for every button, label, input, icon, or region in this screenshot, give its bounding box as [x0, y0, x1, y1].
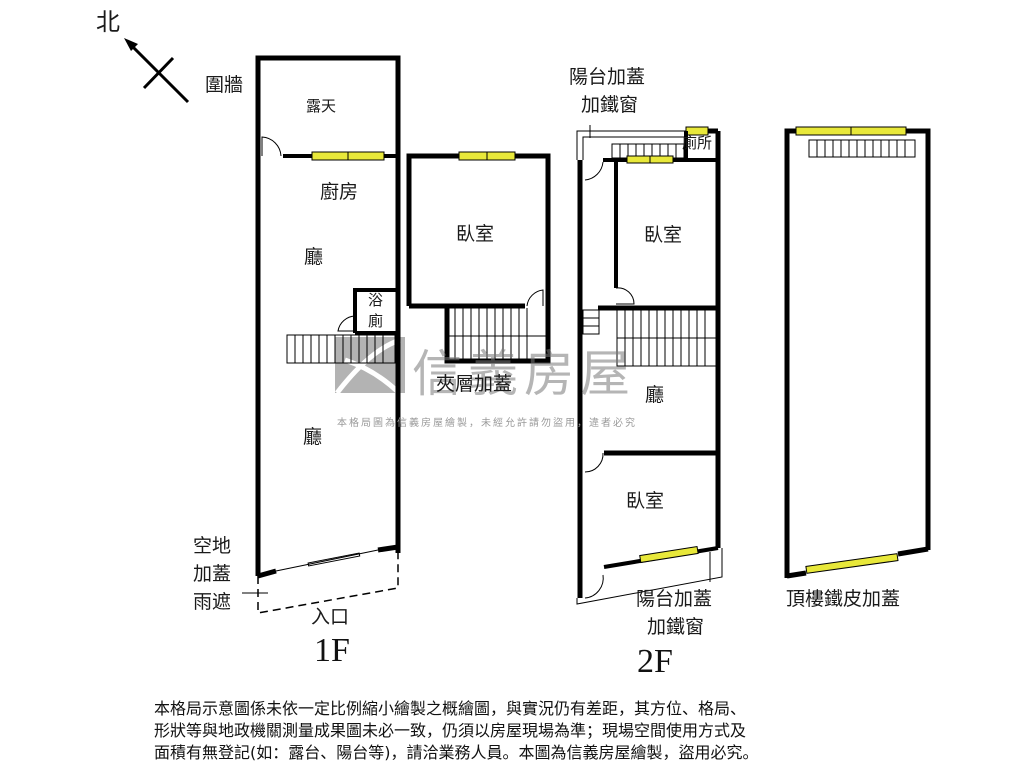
label-bedroom-2f-upper: 臥室 — [644, 224, 683, 246]
label-bedroom-mezz: 臥室 — [456, 223, 495, 245]
mezzanine-plan — [406, 151, 551, 364]
label-wall: 圍牆 — [205, 74, 244, 96]
label-floor-1f: 1F — [314, 632, 350, 669]
roof-plan — [784, 126, 931, 579]
disclaimer-line-1: 本格局示意圖係未依一定比例縮小繪製之概繪圖，與實況仍有差距，其方位、格局、 — [154, 699, 747, 718]
label-open-air: 露天 — [306, 97, 337, 115]
disclaimer-text: 本格局示意圖係未依一定比例縮小繪製之概繪圖，與實況仍有差距，其方位、格局、 形狀… — [154, 698, 884, 764]
disclaimer-line-3: 面積有無登記(如：露台、陽台等)，請洽業務人員。本圖為信義房屋繪製，盜用必究。 — [154, 743, 759, 762]
label-living-1f-upper: 廳 — [304, 246, 324, 268]
watermark-logo-icon — [335, 337, 405, 395]
label-bath-2: 廁 — [368, 312, 384, 330]
watermark-notice: 本格局圖為信義房屋繪製，未經允許請勿盜用，違者必究 — [337, 418, 637, 429]
label-bedroom-2f-lower: 臥室 — [626, 490, 665, 512]
label-mezzanine: 夾層加蓋 — [436, 373, 513, 395]
floor-1f-plan — [242, 55, 401, 614]
compass-north-label: 北 — [96, 8, 120, 36]
label-balcony-top-2: 加鐵窗 — [581, 94, 639, 116]
label-balcony-bottom-2: 加鐵窗 — [647, 616, 705, 638]
label-canopy-2: 加蓋 — [193, 563, 232, 585]
label-living-1f-lower: 廳 — [303, 426, 323, 448]
label-canopy-3: 雨遮 — [193, 591, 232, 613]
label-toilet: 廁所 — [682, 134, 713, 152]
label-canopy-1: 空地 — [193, 535, 232, 557]
north-arrow-icon — [124, 38, 190, 104]
disclaimer-line-2: 形狀等與地政機關測量成果圖未必一致，仍須以房屋現場為準；現場空間使用方式及 — [154, 721, 747, 740]
watermark-brand: 信義房屋 — [412, 345, 636, 403]
label-entrance: 入口 — [311, 606, 350, 628]
floor-2f-plan — [576, 125, 723, 605]
label-balcony-bottom-1: 陽台加蓋 — [636, 588, 713, 610]
label-bath-1: 浴 — [368, 291, 384, 309]
label-floor-2f: 2F — [637, 643, 673, 680]
label-kitchen: 廚房 — [320, 181, 359, 203]
label-balcony-top-1: 陽台加蓋 — [569, 66, 646, 88]
label-living-2f: 廳 — [645, 384, 665, 406]
label-roof: 頂樓鐵皮加蓋 — [786, 588, 901, 610]
